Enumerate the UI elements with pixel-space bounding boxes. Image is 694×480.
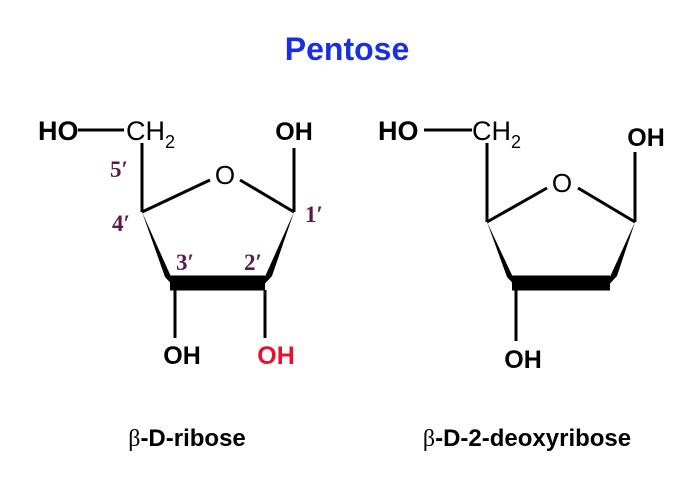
deoxy-ho-label: HO xyxy=(378,116,419,146)
ribose-oh-2-highlight: OH xyxy=(257,342,295,370)
page-title: Pentose xyxy=(285,31,409,67)
deoxy-oh-3: OH xyxy=(504,346,542,374)
ribose-caption: β-D-ribose xyxy=(128,425,246,452)
deoxy-ch2-label: CH2 xyxy=(472,116,521,152)
ribose-o-c1-bond xyxy=(239,178,295,214)
ribose-oh-anomeric: OH xyxy=(275,118,313,146)
ribose-ho-label: HO xyxy=(38,116,79,146)
ribose-num-1: 1′ xyxy=(305,202,323,227)
ribose-c4-o-bond xyxy=(141,178,211,214)
ribose-num-5: 5′ xyxy=(110,157,128,182)
ribose-num-4: 4′ xyxy=(112,211,130,236)
ribose-num-2: 2′ xyxy=(244,250,262,275)
deoxy-wedge-c4-c3 xyxy=(487,222,519,290)
ribose-wedge-c2-c1 xyxy=(259,212,294,290)
ribose-ch2-label: CH2 xyxy=(126,116,175,152)
ribose-ring-oxygen: O xyxy=(215,160,235,190)
deoxy-caption: β-D-2-deoxyribose xyxy=(423,425,631,452)
deoxy-c4-o-bond xyxy=(486,186,548,224)
ribose-oh-3: OH xyxy=(163,342,201,370)
deoxy-o-c1-bond xyxy=(577,186,636,224)
deoxyribose-structure: HO CH2 O OH OH β-D-2-deoxyribose xyxy=(378,116,665,452)
ribose-structure: HO CH2 O OH OH OH 5′ 4′ 3′ 2′ 1′ β-D-rib… xyxy=(38,116,323,452)
deoxy-ring-oxygen: O xyxy=(552,168,572,198)
ribose-num-3: 3′ xyxy=(176,250,194,275)
deoxy-oh-anomeric: OH xyxy=(627,124,665,152)
deoxy-wedge-c2-c1 xyxy=(604,222,635,290)
ribose-wedge-c4-c3 xyxy=(142,212,177,290)
